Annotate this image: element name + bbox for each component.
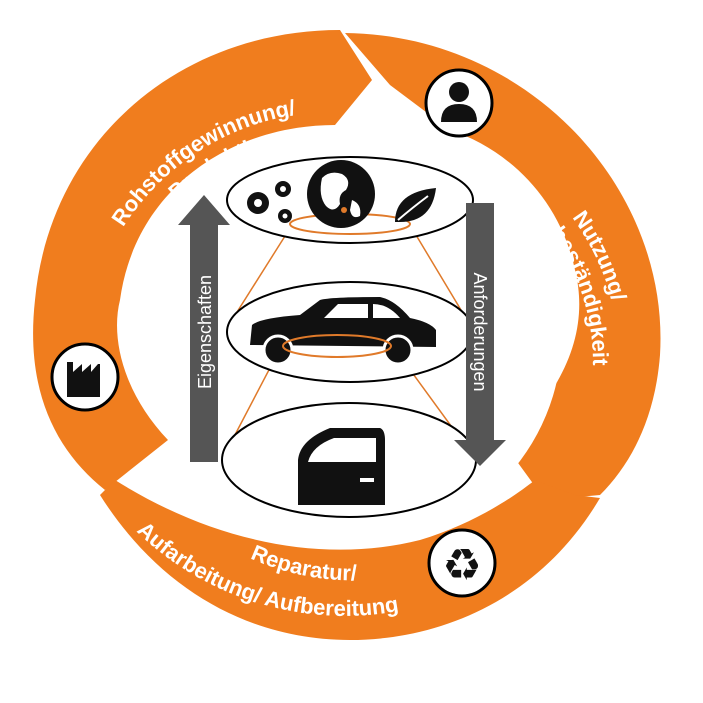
ring-segment-repair — [100, 480, 600, 640]
level-middle — [226, 281, 474, 383]
car-icon — [250, 297, 436, 366]
arrow-down-label: Anforderungen — [470, 272, 490, 391]
factory-icon — [50, 342, 120, 412]
recycle-icon: ♻ — [427, 528, 497, 598]
gears-icon — [247, 181, 292, 223]
level-top — [226, 156, 474, 244]
person-icon — [424, 68, 494, 138]
svg-text:♻: ♻ — [442, 540, 481, 591]
globe-icon — [307, 160, 375, 228]
level-bottom — [221, 402, 477, 518]
arrow-up-label: Eigenschaften — [195, 275, 215, 389]
ring-segment-usage — [345, 33, 661, 500]
arrow-down-requirements: Anforderungen — [454, 203, 506, 466]
leaf-icon — [395, 188, 436, 222]
arrow-up-properties: Eigenschaften — [178, 195, 230, 462]
car-door-icon — [298, 428, 385, 505]
